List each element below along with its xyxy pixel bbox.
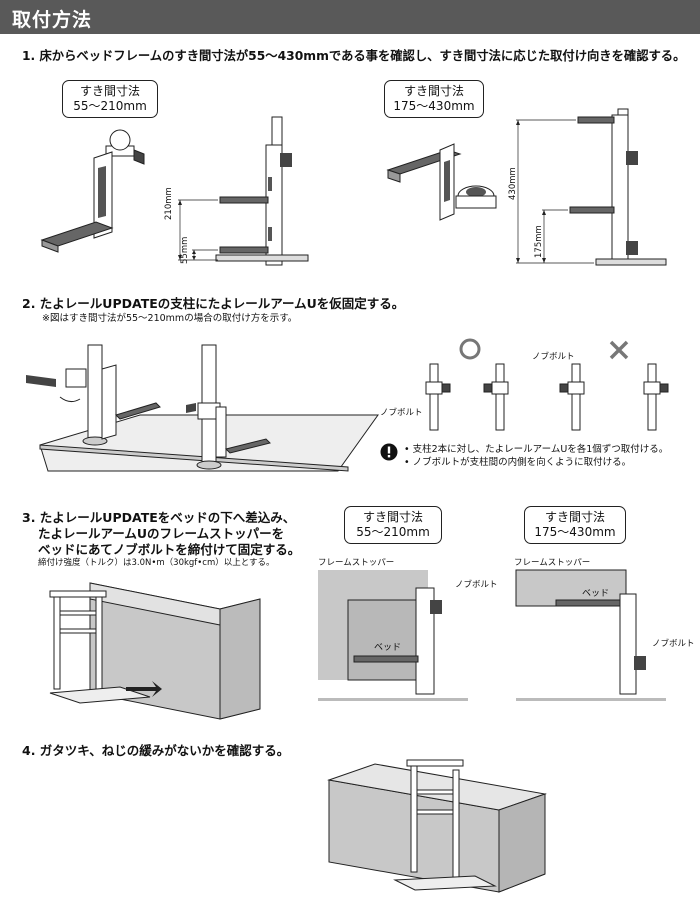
arm-large-gap-illustration: [386, 143, 497, 221]
knob-bolt-label-large: ノブボルト: [652, 639, 695, 649]
step-3-note: 締付け強度（トルク）は3.0N•m（30kgf•cm）以上とする。: [38, 558, 275, 568]
knob-bolt-label-left: ノブボルト: [380, 408, 423, 418]
gap-box-range: 175〜430mm: [393, 99, 475, 113]
frame-stopper-label-small: フレームストッパー: [318, 558, 395, 568]
knob-bolt-label-small: ノブボルト: [455, 580, 498, 590]
orientation-poles-illustration: [425, 363, 669, 431]
step-2-note: ※図はすき間寸法が55〜210mmの場合の取付け方を示す。: [42, 313, 298, 324]
assembly-base-illustration: [26, 344, 379, 472]
pole-large-gap-illustration: [516, 108, 667, 266]
gap-box-small-step1: すき間寸法 55〜210mm: [62, 80, 158, 118]
gap-box-title: すき間寸法: [362, 510, 423, 524]
section-header: 取付方法: [0, 0, 700, 34]
cross-ng-icon: [609, 340, 629, 360]
caution-line-1: • 支柱2本に対し、たよレールアームUを各1個ずつ取付ける。: [404, 444, 669, 455]
gap-box-large-step3: すき間寸法 175〜430mm: [524, 506, 626, 544]
dim-210-label: 210mm: [164, 187, 174, 220]
gap-box-title: すき間寸法: [79, 84, 140, 98]
bed-label-small: ベッド: [374, 643, 402, 653]
dim-55-label: 55mm: [180, 236, 190, 264]
dim-175-label: 175mm: [534, 225, 544, 258]
bed-label-large: ベッド: [582, 589, 610, 599]
frame-stopper-label-large: フレームストッパー: [514, 558, 591, 568]
section-large-gap-illustration: [515, 569, 666, 701]
gap-box-small-step3: すき間寸法 55〜210mm: [344, 506, 442, 544]
gap-box-range: 55〜210mm: [73, 99, 147, 113]
step-2-text: 2. たよレールUPDATEの支柱にたよレールアームUを仮固定する。: [22, 296, 405, 311]
step-3-text-line1: 3. たよレールUPDATEをベッドの下へ差込み、: [22, 510, 296, 525]
step-3-text-line2: たよレールアームUのフレームストッパーを: [38, 526, 285, 541]
installed-rail-illustration: [327, 759, 547, 893]
dim-430-label: 430mm: [508, 167, 518, 200]
gap-box-title: すき間寸法: [403, 84, 464, 98]
pole-small-gap-illustration: [178, 116, 309, 266]
arm-small-gap-illustration: [40, 129, 145, 253]
step-1-text: 1. 床からベッドフレームのすき間寸法が55〜430mmである事を確認し、すき間…: [22, 49, 686, 63]
gap-box-range: 55〜210mm: [356, 525, 430, 539]
gap-box-title: すき間寸法: [544, 510, 605, 524]
circle-ok-icon: [459, 338, 481, 360]
step-4-text: 4. ガタツキ、ねじの緩みがないかを確認する。: [22, 743, 290, 758]
gap-box-large-step1: すき間寸法 175〜430mm: [384, 80, 484, 118]
step-3-text-line3: ベッドにあてノブボルトを締付けて固定する。: [38, 542, 301, 557]
exclamation-icon: [380, 443, 398, 461]
caution-line-2: • ノブボルトが支柱間の内側を向くように取付ける。: [404, 457, 632, 468]
rail-insertion-illustration: [49, 582, 261, 720]
gap-box-range: 175〜430mm: [534, 525, 616, 539]
section-small-gap-illustration: [318, 570, 468, 701]
section-title: 取付方法: [12, 9, 93, 31]
knob-bolt-label-top: ノブボルト: [532, 352, 575, 362]
